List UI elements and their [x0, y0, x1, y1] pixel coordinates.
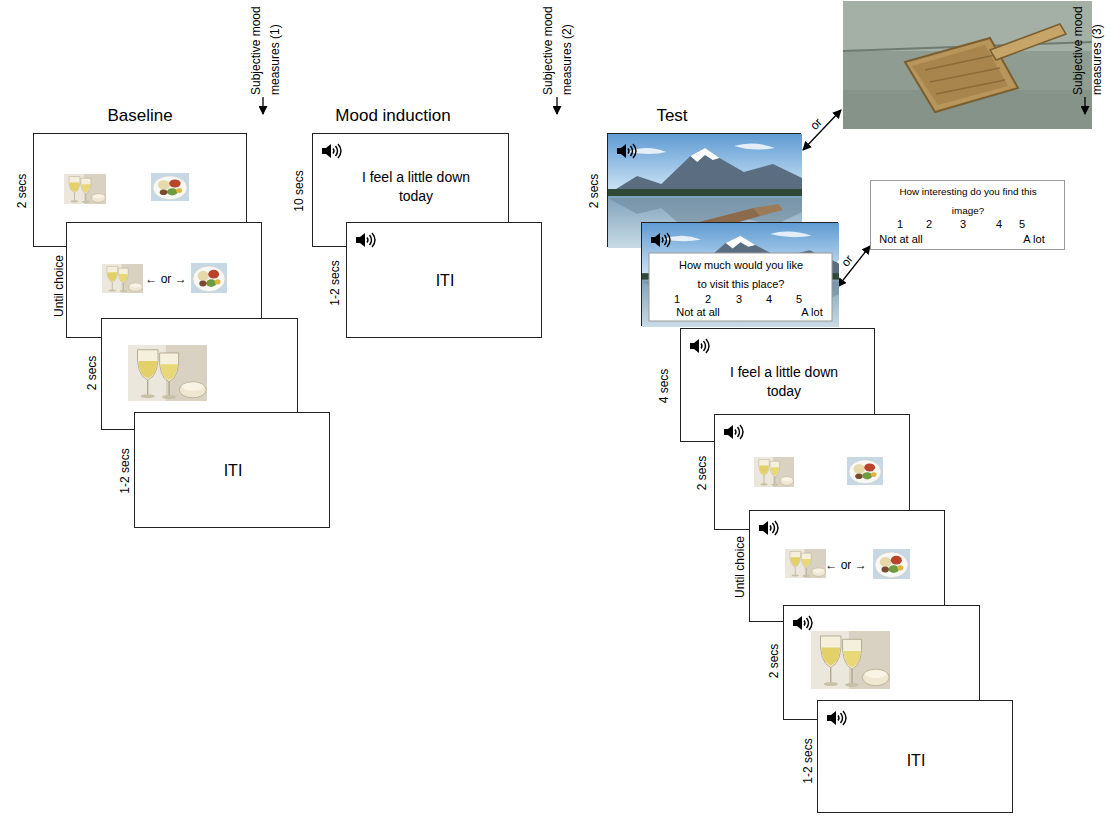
measure-label: Subjective mood measures (1) [249, 6, 282, 95]
duration-label: 1-2 secs [801, 738, 815, 783]
text-holder: ITI [224, 461, 243, 480]
screen-text: 2 [926, 218, 932, 230]
screen-text: I feel a little down today [730, 364, 838, 399]
text-holder: ← or → [825, 554, 866, 573]
text-holder: or [803, 111, 827, 135]
screen-box: 1-2 secsITI [817, 700, 1013, 813]
measure-label: Subjective mood measures (3) [1071, 6, 1104, 95]
duration-label: 10 secs [292, 170, 306, 211]
text-holder: 5 [1019, 213, 1025, 232]
text-holder: I feel a little down today [351, 167, 481, 205]
screen-text: 4 [766, 293, 772, 305]
text-holder: 2 [926, 213, 932, 232]
screen-text: ITI [224, 462, 243, 479]
duration-label: 2 secs [15, 174, 29, 209]
screen-text: ← or → [145, 272, 186, 286]
screen-text: 2 [705, 293, 711, 305]
text-holder: ITI [436, 271, 455, 290]
text-holder: Not at all [676, 301, 719, 320]
text-holder: ITI [907, 751, 926, 770]
screen-text: 3 [736, 293, 742, 305]
duration-label: 2 secs [587, 174, 601, 209]
section-title: Baseline [107, 106, 172, 125]
text-holder: 1-2 secs [114, 448, 133, 493]
text-holder: 4 [996, 213, 1002, 232]
text-holder: Subjective mood measures (2) [537, 3, 575, 95]
screen-text: Not at all [879, 233, 922, 245]
text-holder: 2 [705, 288, 711, 307]
text-holder: Subjective mood measures (1) [245, 3, 283, 95]
text-holder: 5 [796, 288, 802, 307]
text-holder: How interesting do you find this image? [886, 180, 1051, 218]
dustpan-photo [843, 1, 1092, 129]
duration-label: 2 secs [767, 644, 781, 679]
text-holder: 2 secs [81, 356, 100, 391]
text-holder: A lot [1023, 228, 1044, 247]
or-arrow [803, 110, 841, 150]
screen-text: ← or → [825, 558, 866, 572]
text-holder: 1-2 secs [797, 738, 816, 783]
screen-text: ITI [907, 752, 926, 769]
duration-label: 4 secs [657, 369, 671, 404]
text-holder: 4 [766, 288, 772, 307]
screen-text: A lot [1023, 233, 1044, 245]
screen-text: 5 [796, 293, 802, 305]
section-title: Mood induction [335, 106, 450, 125]
screen-text: 1 [897, 218, 903, 230]
text-holder: Until choice [729, 536, 748, 598]
connector-arrow [838, 246, 870, 286]
text-holder: Until choice [48, 255, 67, 317]
screen-text: 5 [1019, 218, 1025, 230]
text-holder: ← or → [145, 268, 186, 287]
screen-text: 3 [960, 218, 966, 230]
text-holder: How much would you like to visit this pl… [676, 254, 806, 292]
screen-text: How interesting do you find this image? [899, 186, 1036, 216]
text-holder: 1-2 secs [324, 260, 343, 305]
duration-label: 1-2 secs [118, 448, 132, 493]
screen-text: 1 [674, 293, 680, 305]
text-holder: 2 secs [11, 174, 30, 209]
text-holder: 2 secs [691, 456, 710, 491]
screen-text: How much would you like to visit this pl… [679, 259, 803, 290]
text-holder: 2 secs [583, 174, 602, 209]
screen-text: Not at all [676, 306, 719, 318]
text-holder: Mood induction [335, 106, 450, 126]
text-holder: I feel a little down today [719, 362, 849, 400]
screen-text: A lot [801, 306, 822, 318]
section-title: Test [656, 106, 687, 125]
duration-label: Until choice [52, 255, 66, 317]
screen-text: 4 [996, 218, 1002, 230]
measure-label: Subjective mood measures (2) [541, 6, 574, 95]
text-holder: 1 [897, 213, 903, 232]
screen-box: How much would you like to visit this pl… [641, 222, 838, 326]
text-holder: 10 secs [288, 170, 307, 211]
screen-box: 1-2 secsITI [346, 222, 542, 338]
text-holder: A lot [801, 301, 822, 320]
text-holder: Not at all [879, 228, 922, 247]
text-holder: Test [656, 106, 687, 126]
text-holder: 1 [674, 288, 680, 307]
text-holder: 2 secs [763, 644, 782, 679]
text-holder: Subjective mood measures (3) [1067, 3, 1105, 95]
or-label: or [806, 114, 826, 134]
text-holder: 3 [960, 213, 966, 232]
edge-label: or [837, 251, 857, 271]
rating-box: How interesting do you find this image? 1… [870, 180, 1065, 250]
text-holder: 3 [736, 288, 742, 307]
duration-label: 2 secs [695, 456, 709, 491]
screen-box: 1-2 secsITI [134, 412, 330, 528]
screen-text: ITI [436, 272, 455, 289]
duration-label: Until choice [733, 536, 747, 598]
duration-label: 1-2 secs [328, 260, 342, 305]
screen-text: I feel a little down today [362, 169, 470, 204]
duration-label: 2 secs [85, 356, 99, 391]
text-holder: 4 secs [653, 369, 672, 404]
text-holder: Baseline [107, 106, 172, 126]
